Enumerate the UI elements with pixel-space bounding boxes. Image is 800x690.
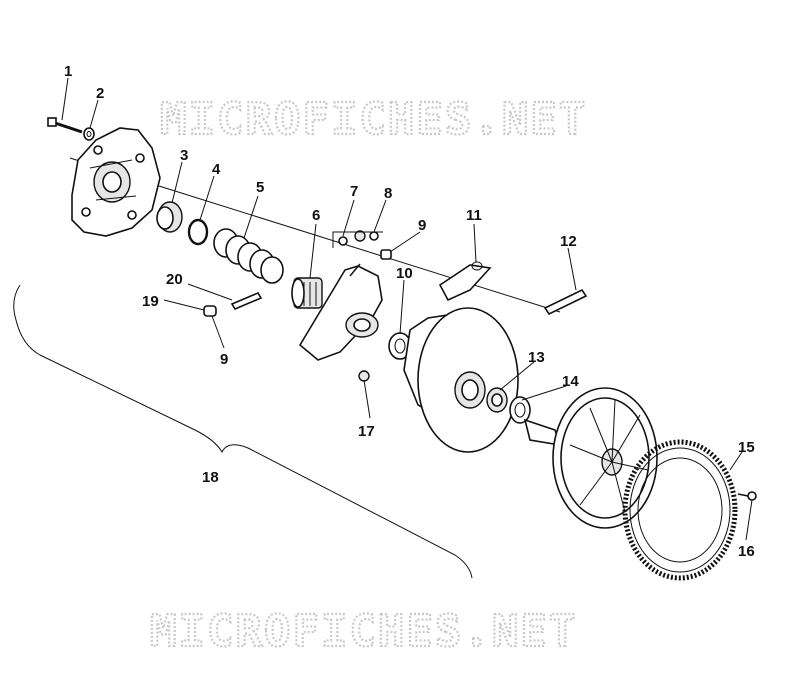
assembly-bracket-18 (13, 284, 473, 579)
callout-13: 13 (528, 349, 545, 366)
callout-4: 4 (212, 161, 221, 178)
washer-part-2 (83, 127, 95, 141)
callout-12: 12 (560, 233, 577, 250)
callout-5: 5 (256, 179, 264, 196)
callout-20: 20 (166, 271, 183, 288)
roller-part-6 (291, 277, 323, 309)
callout-16: 16 (738, 543, 755, 560)
movable-sheave (403, 307, 519, 453)
fixed-sheave (523, 387, 658, 529)
callout-18: 18 (202, 469, 219, 486)
callout-19: 19 (142, 293, 159, 310)
snap-ring-part-4 (187, 218, 209, 246)
callout-15: 15 (738, 439, 755, 456)
washer-part-14 (509, 396, 531, 424)
callout-17: 17 (358, 423, 375, 440)
clip-part-11 (438, 261, 492, 302)
pin-part-12 (543, 288, 588, 316)
nuts-part-7-8 (332, 230, 383, 248)
spring-part-5 (213, 228, 284, 284)
cap-part-19 (203, 305, 217, 317)
callout-3: 3 (180, 147, 188, 164)
watermark-top: MICROFICHES.NET (160, 94, 587, 145)
callout-2: 2 (96, 85, 104, 102)
bushing-part-13 (486, 387, 508, 413)
bolt-part-1 (47, 117, 83, 134)
callout-9-upper: 9 (418, 217, 426, 234)
leader-lines (61, 77, 753, 541)
callout-14: 14 (562, 373, 579, 390)
pin-cap-part-9-upper (380, 249, 392, 260)
screw-part-16 (737, 491, 757, 501)
callout-11: 11 (466, 207, 482, 224)
callout-8: 8 (384, 185, 392, 202)
callout-7: 7 (350, 183, 358, 200)
cover-plate (71, 127, 161, 237)
spider-arm (298, 263, 383, 361)
pin-part-20 (230, 291, 263, 311)
ring-gear-part-15 (622, 439, 738, 581)
bushing-part-3 (156, 201, 183, 233)
callout-10: 10 (396, 265, 413, 282)
callout-6: 6 (312, 207, 320, 224)
callout-1: 1 (64, 63, 72, 80)
nut-part-17 (358, 370, 370, 382)
watermark-bottom: MICROFICHES.NET (150, 606, 577, 657)
callout-9-lower: 9 (220, 351, 228, 368)
